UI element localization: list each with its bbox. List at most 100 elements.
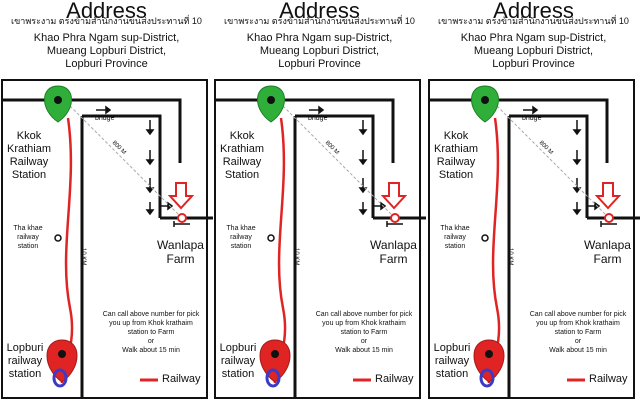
label-line: Krathiam (6, 143, 52, 155)
note-line: you up from Khok krathaim (536, 320, 620, 327)
road (499, 98, 609, 163)
label-line: Krathiam (219, 143, 265, 155)
lopburi-pin-dot (271, 350, 279, 358)
address-line: Mueang Lopburi District, (473, 45, 594, 57)
label-line: station (221, 368, 255, 380)
note-line: you up from Khok krathaim (109, 320, 193, 327)
map-drawing (214, 79, 426, 399)
note-line: you up from Khok krathaim (322, 320, 406, 327)
kkok-pin-dot (54, 96, 62, 104)
farm-label: Wanlapa Farm (575, 238, 640, 266)
tha-khae-marker (267, 234, 275, 242)
label-line: station (444, 243, 466, 250)
label-line: Railway (9, 156, 49, 168)
pickup-note: Can call above number for pick you up fr… (305, 310, 423, 355)
label-line: station (17, 243, 39, 250)
lopburi-pin (46, 339, 78, 383)
station-ring (479, 368, 495, 388)
map-drawing (1, 79, 213, 399)
tha-khae-label: Tha khae railway station (221, 224, 261, 251)
tha-khae-marker (54, 234, 62, 242)
station-ring (52, 368, 68, 388)
vertical-distance: 10 KM (80, 248, 86, 266)
road (509, 114, 589, 218)
kkok-pin-dot (481, 96, 489, 104)
note-line: or (574, 338, 582, 345)
address-line: Lopburi Province (492, 58, 575, 70)
label-line: Station (438, 169, 474, 181)
kkok-station-label: Kkok Krathiam Railway Station (4, 130, 54, 182)
tha-khae-label: Tha khae railway station (435, 224, 475, 251)
distance-line (282, 105, 396, 219)
label-line: Lopburi (433, 342, 471, 354)
map-border (214, 79, 421, 399)
route-map: bridge 800 M 10 KM Kkok Krathiam Railway… (427, 78, 640, 400)
farm-label: Wanlapa Farm (361, 238, 426, 266)
road (72, 98, 182, 163)
label-line: Railway (436, 156, 476, 168)
legend-label: Railway (589, 373, 628, 385)
lopburi-pin-dot (485, 350, 493, 358)
note-line: station to Farm (340, 329, 388, 336)
address-text: Khao Phra Ngam sup-District, Mueang Lopb… (213, 32, 426, 71)
note-line: station to Farm (554, 329, 602, 336)
note-line: Can call above number for pick (102, 311, 200, 318)
address-line: Mueang Lopburi District, (259, 45, 380, 57)
label-line: Kkok (443, 130, 469, 142)
kkok-station-label: Kkok Krathiam Railway Station (431, 130, 481, 182)
address-line: Mueang Lopburi District, (46, 45, 167, 57)
label-line: Tha khae (440, 225, 470, 232)
address-line: Lopburi Province (278, 58, 361, 70)
map-border (428, 79, 635, 399)
road (285, 98, 395, 163)
pickup-note: Can call above number for pick you up fr… (519, 310, 637, 355)
lopburi-station-label: Lopburi railway station (217, 342, 259, 381)
address-title: Address (493, 0, 574, 23)
label-line: railway (220, 355, 256, 367)
destination-arrow (167, 182, 195, 210)
label-line: Station (224, 169, 260, 181)
farm-marker (390, 213, 400, 223)
address-title: Address (279, 0, 360, 23)
label-line: Farm (166, 252, 195, 266)
label-line: railway (444, 234, 466, 241)
station-ring (265, 368, 281, 388)
label-line: station (8, 368, 42, 380)
distance-line (69, 105, 183, 219)
label-line: Farm (379, 252, 408, 266)
lopburi-station-label: Lopburi railway station (431, 342, 473, 381)
kkok-pin-dot (267, 96, 275, 104)
vertical-distance: 10 KM (507, 248, 513, 266)
direction-arrows (523, 105, 617, 227)
lopburi-pin (259, 339, 291, 383)
note-line: Can call above number for pick (529, 311, 627, 318)
road (295, 114, 375, 218)
lopburi-pin (473, 339, 505, 383)
map-drawing (428, 79, 640, 399)
address-title: Address (66, 0, 147, 23)
lopburi-pin-dot (58, 350, 66, 358)
label-line: Railway (222, 156, 262, 168)
address-text: Khao Phra Ngam sup-District, Mueang Lopb… (0, 32, 213, 71)
tha-khae-label: Tha khae railway station (8, 224, 48, 251)
farm-marker (604, 213, 614, 223)
farm-label: Wanlapa Farm (148, 238, 213, 266)
label-line: Station (11, 169, 47, 181)
label-line: Kkok (16, 130, 42, 142)
bridge-label: bridge (95, 115, 115, 122)
farm-marker (177, 213, 187, 223)
route-map: bridge 800 M 10 KM Kkok Krathiam Railway… (213, 78, 426, 400)
address-line: Lopburi Province (65, 58, 148, 70)
note-line: or (360, 338, 368, 345)
label-line: Tha khae (226, 225, 256, 232)
label-line: Wanlapa (584, 238, 631, 252)
label-line: Farm (593, 252, 622, 266)
tha-khae-marker (481, 234, 489, 242)
label-line: Wanlapa (157, 238, 204, 252)
note-line: station to Farm (127, 329, 175, 336)
address-line: Khao Phra Ngam sup-District, (246, 32, 393, 44)
address-line: Khao Phra Ngam sup-District, (460, 32, 607, 44)
map-panel-1: Address เขาพระงาม ตรงข้ามสำนักงานขนส่งปร… (0, 0, 213, 400)
kkok-station-label: Kkok Krathiam Railway Station (217, 130, 267, 182)
map-panel-2: Address เขาพระงาม ตรงข้ามสำนักงานขนส่งปร… (213, 0, 426, 400)
